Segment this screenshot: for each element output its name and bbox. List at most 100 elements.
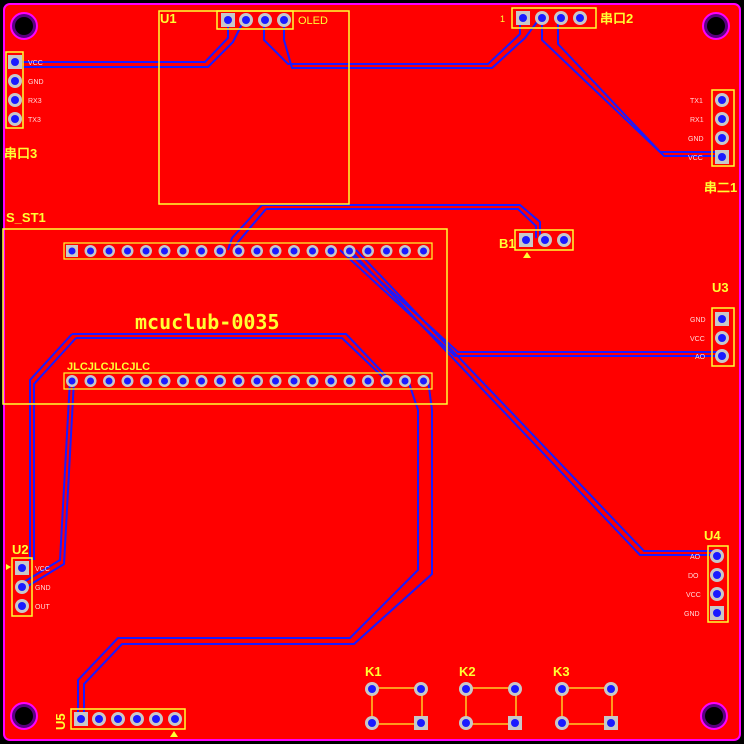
mcu-pad-hole (290, 247, 298, 255)
mcu-pad-hole (105, 247, 113, 255)
key-k3[interactable]: K3 (553, 664, 618, 730)
u5-outline (70, 708, 186, 730)
uart3-pads[interactable] (8, 55, 22, 126)
mcu-pad-hole (216, 377, 224, 385)
u2-pin-1: VCC (35, 566, 50, 573)
oled-header-outline (216, 10, 294, 30)
traces (15, 17, 722, 720)
u2-pin-2: GND (35, 585, 51, 592)
uart3-outline (5, 51, 24, 129)
k3-label: K3 (553, 664, 570, 679)
mcu-pad-hole (198, 247, 205, 255)
mcu-pad-hole (364, 247, 372, 255)
mcu-pad-hole (161, 247, 168, 255)
mcu-pad-hole (68, 377, 76, 385)
mcu-pad-hole (235, 247, 242, 255)
u1-label: U1 (160, 11, 177, 26)
u2-pin1-marker (6, 564, 11, 570)
mcu-pad-hole (309, 377, 316, 385)
mcu-pad-hole (272, 377, 279, 385)
mcu-pad-hole (401, 377, 409, 385)
uart2-pin1-mark: 1 (500, 14, 505, 24)
mcu-pad-hole (346, 247, 353, 255)
uart1-pads[interactable] (715, 93, 729, 164)
mcu-pad-hole (161, 377, 168, 385)
mcu-pad-hole (290, 377, 298, 385)
mcu-pad-hole (327, 247, 335, 255)
u5-label: U5 (53, 713, 68, 730)
b1-pads[interactable] (519, 233, 571, 247)
mcu-top-pads[interactable] (66, 245, 430, 257)
mounting-holes (10, 12, 730, 730)
u3-pin-3: AO (695, 354, 706, 361)
uart2-pads[interactable] (516, 11, 587, 25)
mcu-pad-hole (124, 247, 131, 255)
mcu-bottom-header (63, 372, 433, 390)
mcu-pad-hole (420, 247, 427, 255)
u4-pads[interactable] (710, 549, 724, 620)
jlc-mark: JLCJLCJLCJLC (67, 361, 150, 373)
mcu-pad-hole (124, 377, 131, 385)
uart3-label: 串口3 (4, 146, 37, 161)
u2-pads[interactable] (15, 561, 29, 613)
b1-pin1-marker (523, 252, 531, 258)
u4-pin-1: AO (690, 554, 701, 561)
b1-label: B1 (499, 236, 516, 251)
mcu-pad-hole (401, 247, 409, 255)
u3-pads[interactable] (715, 312, 729, 363)
board-outline (3, 3, 741, 741)
uart1-pin-4: VCC (688, 155, 703, 162)
mcu-pad-hole (179, 247, 187, 255)
u2-pin-3: OUT (35, 604, 51, 611)
u4-pin-2: DO (688, 573, 699, 580)
mcu-pad-hole (105, 377, 113, 385)
mcu-pad-hole (198, 377, 205, 385)
mcu-pad-hole (272, 247, 279, 255)
mcu-pad-hole (346, 377, 353, 385)
uart1-label: 串二1 (704, 180, 737, 195)
uart2-outline (511, 7, 597, 29)
mcu-pad-hole (87, 377, 94, 385)
mcu-pad-hole (327, 377, 335, 385)
mcu-pad-hole (253, 377, 261, 385)
mcu-pad-hole (179, 377, 187, 385)
uart3-pin-1: VCC (28, 60, 43, 67)
u2-outline (11, 557, 33, 617)
oled-pads[interactable] (221, 13, 291, 27)
u3-outline (711, 307, 735, 367)
mcu-top-header (63, 242, 433, 260)
uart3-pin-2: GND (28, 79, 44, 86)
mcu-pad-hole (253, 247, 261, 255)
u5-pads[interactable] (74, 712, 182, 726)
k2-label: K2 (459, 664, 476, 679)
mcu-pad-hole (364, 377, 372, 385)
u4-outline (707, 545, 729, 623)
mcu-pad-hole (383, 377, 390, 385)
key-k1[interactable]: K1 (365, 664, 428, 730)
mcu-pad-hole (420, 377, 427, 385)
oled-label: OLED (298, 15, 328, 27)
uart1-pin-1: TX1 (690, 98, 703, 105)
mcu-pad-hole (87, 247, 94, 255)
k1-label: K1 (365, 664, 382, 679)
key-k2[interactable]: K2 (459, 664, 522, 730)
uart1-pin-2: RX1 (690, 117, 704, 124)
mcu-pad-hole (383, 247, 390, 255)
uart3-pin-4: TX3 (28, 117, 41, 124)
u4-label: U4 (704, 528, 721, 543)
u4-pin-4: GND (684, 611, 700, 618)
mcu-bottom-pads[interactable] (66, 375, 430, 387)
mcu-pad-hole (235, 377, 242, 385)
mcu-pad-hole (68, 247, 76, 255)
uart1-pin-3: GND (688, 136, 704, 143)
u4-pin-3: VCC (686, 592, 701, 599)
uart3-pin-3: RX3 (28, 98, 42, 105)
b1-outline (514, 229, 574, 251)
mcu-pad-hole (142, 377, 150, 385)
mcu-outline (2, 228, 448, 405)
mcu-pad-hole (142, 247, 150, 255)
u3-label: U3 (712, 280, 729, 295)
u3-pin-2: VCC (690, 336, 705, 343)
